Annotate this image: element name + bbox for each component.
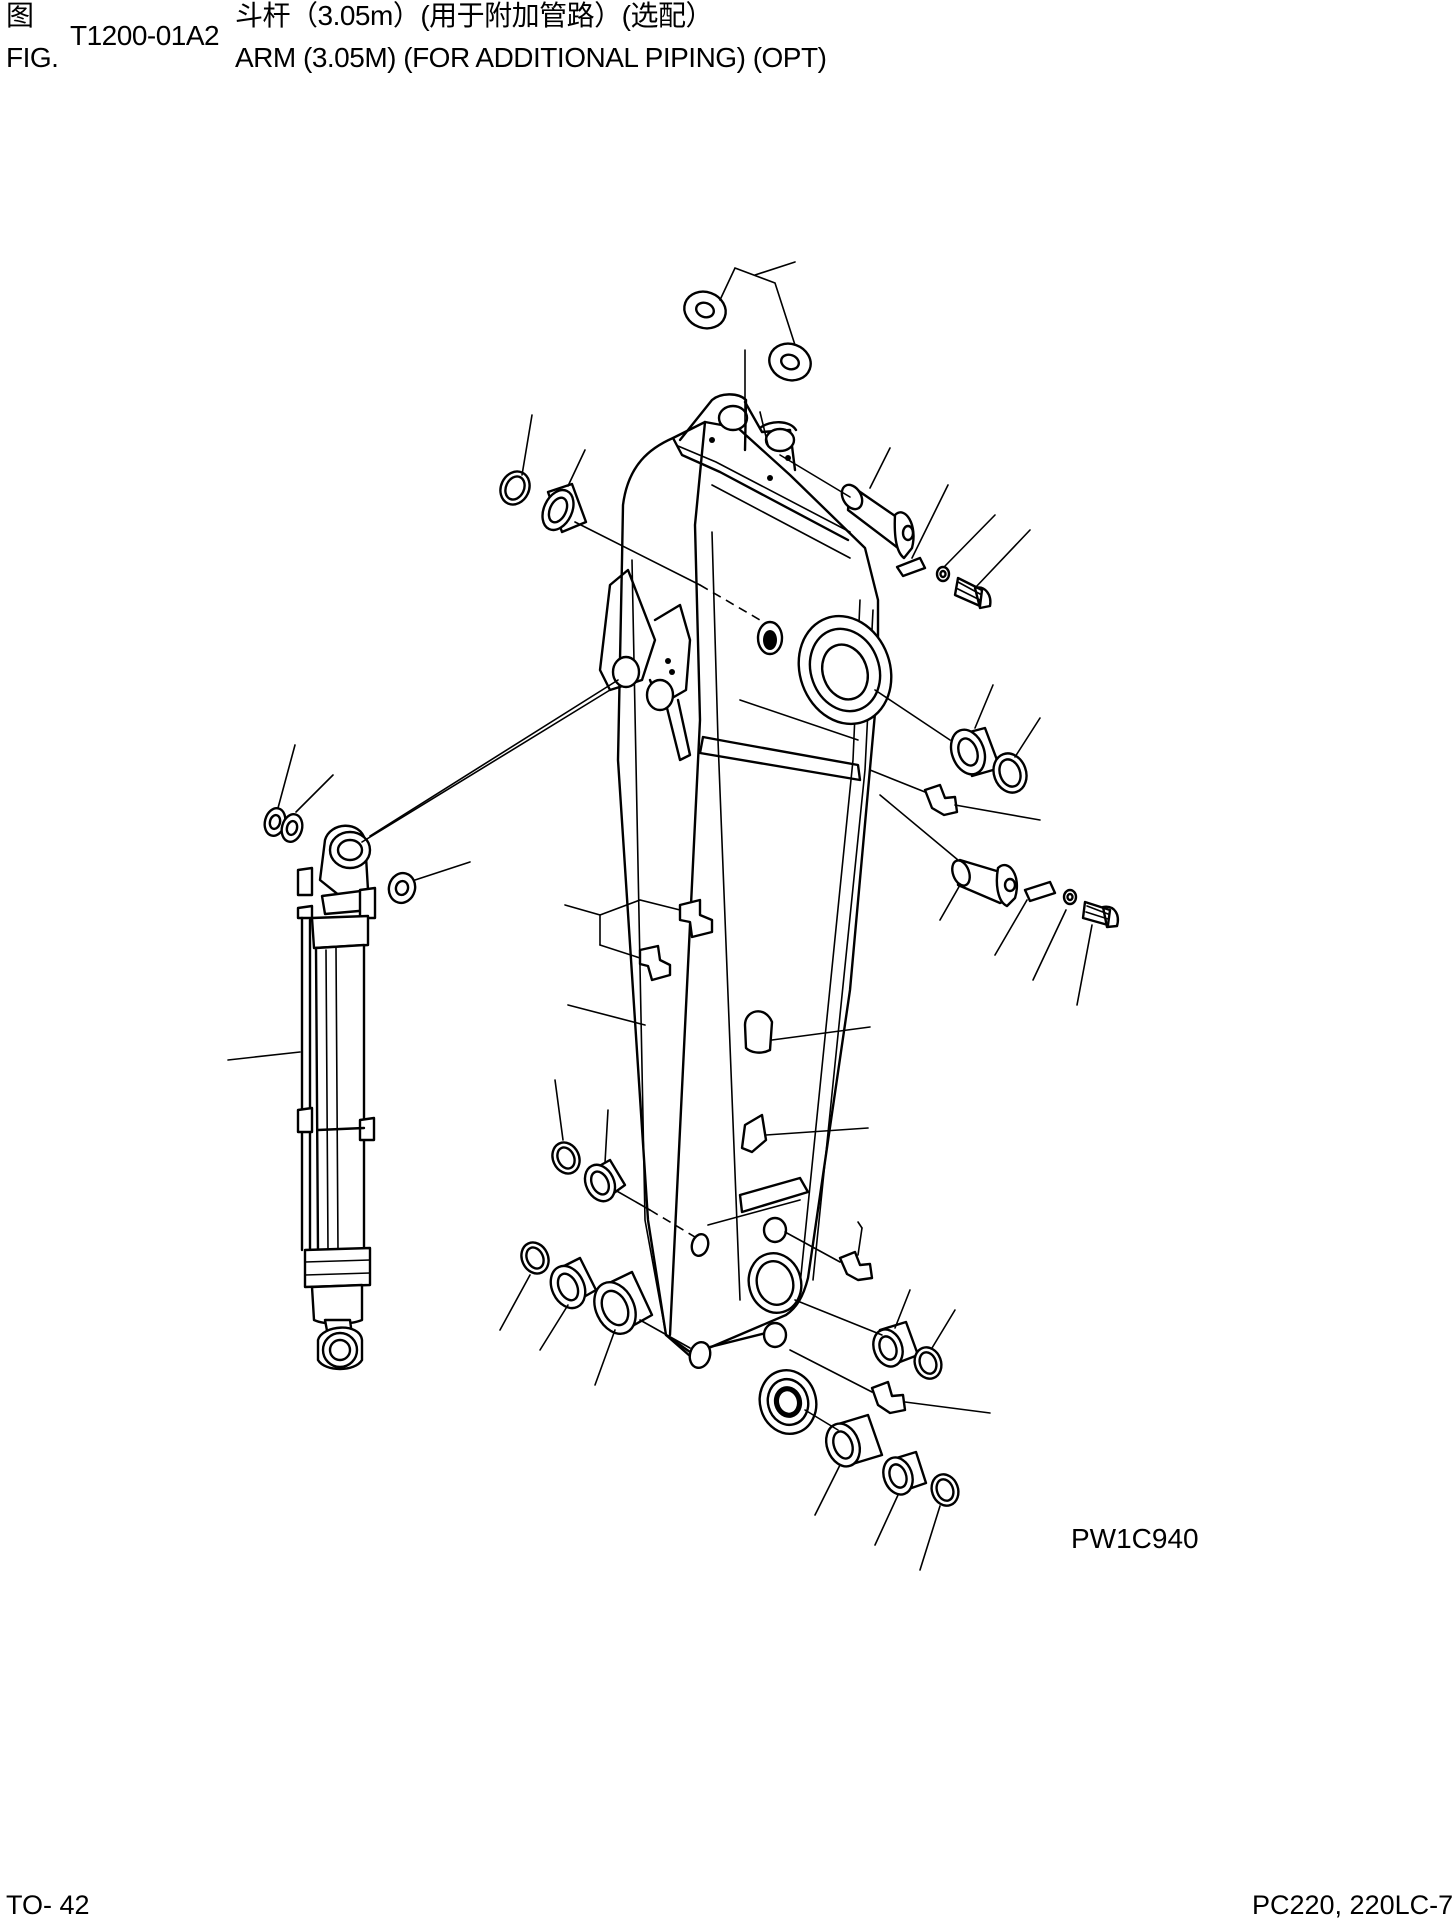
title-cn: 斗杆（3.05m）(用于附加管路）(选配） [235, 0, 713, 31]
pipe-clamps [638, 898, 714, 982]
lower-left-bushing-1 [551, 1079, 701, 1241]
drawing-code: PW1C940 [1071, 1523, 1199, 1554]
upper-left-bushing [499, 414, 761, 621]
arm-cylinder-bracket [598, 568, 692, 762]
title-en: ARM (3.05M) (FOR ADDITIONAL PIPING) (OPT… [235, 42, 827, 73]
fig-label-cn: 图 [6, 0, 34, 31]
bucket-cylinder [227, 824, 377, 1371]
arm-boom-boss [756, 614, 893, 726]
upper-right-pin-group [779, 447, 1031, 610]
fig-label-en: FIG. [6, 42, 59, 73]
arm-lower-bosses [688, 1216, 818, 1435]
leader-lines-misc [759, 411, 769, 446]
page-number: TO- 42 [6, 1890, 90, 1920]
model-number: PC220, 220LC-7 [1252, 1890, 1454, 1920]
right-middle-bushing [874, 684, 1041, 794]
grease-fitting-upper [869, 769, 1041, 821]
cylinder-shims [263, 679, 619, 905]
arm-plugs [740, 1010, 774, 1154]
top-washers [683, 261, 812, 426]
lower-right-parts [784, 1221, 991, 1571]
arm-top-bracket [678, 393, 798, 481]
fig-number: T1200-01A2 [70, 20, 220, 51]
leader-lines-center [564, 899, 871, 1136]
middle-right-pin-group [879, 794, 1119, 1006]
lower-left-bushing-2 [499, 1241, 691, 1386]
arm-body [616, 420, 880, 1358]
